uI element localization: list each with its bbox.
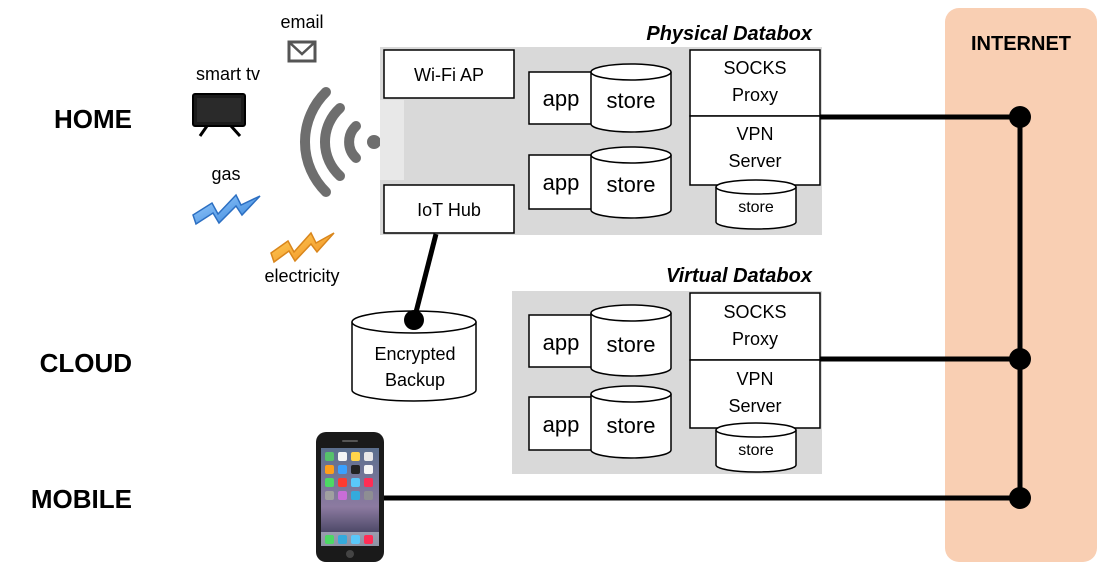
physical-vpn-store-label: store (738, 199, 774, 216)
internet-node-cloud (1009, 348, 1031, 370)
virtual-store-2-label: store (607, 413, 656, 438)
iot-to-backup-link (411, 233, 439, 321)
device-label-email: email (280, 12, 323, 32)
physical-app-2-label: app (543, 170, 580, 195)
virtual-socks-proxy-box (689, 292, 821, 361)
physical-store-2-label: store (607, 172, 656, 197)
app-grid-icon (321, 452, 379, 546)
gas-bolt-icon (192, 193, 261, 226)
virtual-vpn-store-label: store (738, 442, 774, 459)
wifi-signal-icon (299, 87, 381, 197)
device-label-electricity: electricity (264, 266, 339, 286)
television-icon (192, 93, 246, 138)
physical-proxy-label: Proxy (732, 85, 778, 105)
physical-store-1-label: store (607, 88, 656, 113)
backup-label-line2: Backup (385, 370, 445, 390)
internet-label: INTERNET (971, 33, 1071, 55)
physical-app-store-1: app store (528, 63, 672, 133)
virtual-databox-title: Virtual Databox (666, 265, 813, 287)
backup-label-line1: Encrypted (374, 344, 455, 364)
physical-vpn-label: VPN (736, 124, 773, 144)
virtual-app-store-2: app store (528, 385, 672, 459)
virtual-vpn-store: store (715, 422, 797, 473)
virtual-vpn-server-box (689, 359, 821, 429)
virtual-store-1-label: store (607, 332, 656, 357)
electricity-bolt-icon (270, 231, 335, 264)
device-label-gas: gas (211, 164, 240, 184)
physical-server-label: Server (728, 151, 781, 171)
internet-node-home (1009, 106, 1031, 128)
smartphone-icon (316, 432, 384, 562)
backup-connector-dot (404, 310, 424, 330)
envelope-icon (287, 40, 317, 63)
virtual-app-2-label: app (543, 412, 580, 437)
virtual-vpn-label: VPN (736, 369, 773, 389)
zone-label-home: HOME (54, 104, 132, 134)
iot-hub-label: IoT Hub (417, 200, 481, 220)
physical-app-store-2: app store (528, 146, 672, 219)
wifi-ap-label: Wi-Fi AP (414, 65, 484, 85)
zone-label-mobile: MOBILE (31, 484, 132, 514)
virtual-proxy-label: Proxy (732, 329, 778, 349)
virtual-server-label: Server (728, 396, 781, 416)
virtual-app-store-1: app store (528, 304, 672, 377)
device-label-smart-tv: smart tv (196, 64, 260, 84)
virtual-app-1-label: app (543, 330, 580, 355)
physical-vpn-store: store (715, 179, 797, 230)
zone-label-cloud: CLOUD (40, 348, 132, 378)
physical-app-1-label: app (543, 86, 580, 111)
virtual-socks-label: SOCKS (723, 302, 786, 322)
physical-databox-title: Physical Databox (646, 23, 813, 45)
physical-socks-proxy-box (689, 49, 821, 117)
physical-socks-label: SOCKS (723, 58, 786, 78)
wifi-ap-box (383, 49, 515, 99)
iot-hub-box (383, 184, 515, 234)
internet-node-mobile (1009, 487, 1031, 509)
